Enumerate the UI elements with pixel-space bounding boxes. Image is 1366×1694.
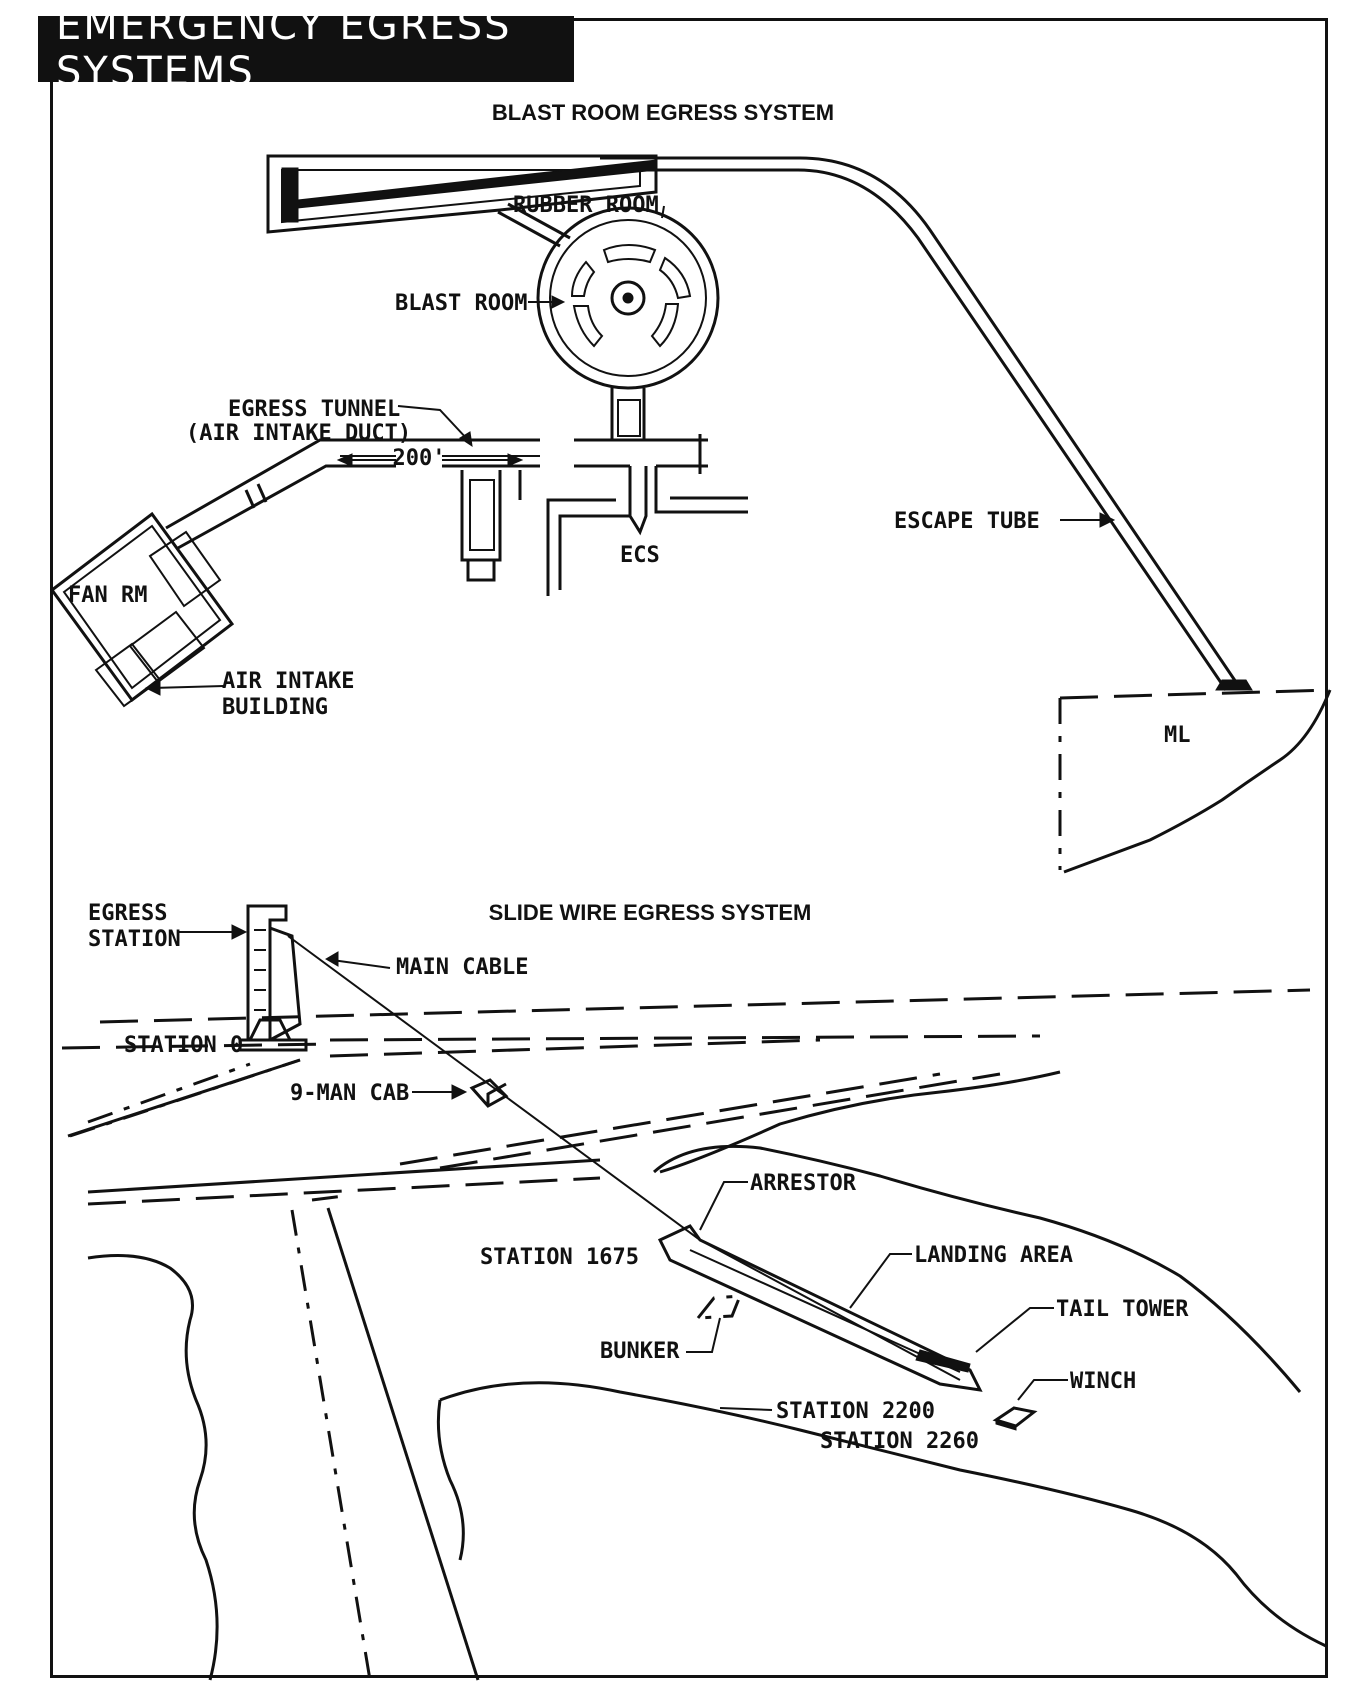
air-intake-building (52, 514, 232, 706)
station-label: STATION (88, 927, 181, 952)
egress-label: EGRESS (88, 901, 167, 926)
ecs-label: ECS (620, 543, 660, 568)
tail-tower-label: TAIL TOWER (1056, 1297, 1189, 1322)
building-label: BUILDING (222, 695, 328, 720)
mobile-launcher (1060, 690, 1330, 872)
landing-area-label: LANDING AREA (914, 1243, 1073, 1268)
escape-tube (600, 158, 1252, 690)
station-2200-label: STATION 2200 (776, 1399, 935, 1424)
arrestor-label: ARRESTOR (750, 1171, 857, 1196)
station-1675-label: STATION 1675 (480, 1245, 639, 1270)
blast-room-egress-system: BLAST ROOM EGRESS SYSTEM (52, 100, 1330, 872)
station-0-label: STATION 0 (124, 1033, 243, 1058)
bunker (698, 1296, 740, 1318)
slide-leader-lines (178, 925, 1068, 1410)
cab-label: 9-MAN CAB (290, 1081, 409, 1106)
blast-system-heading: BLAST ROOM EGRESS SYSTEM (492, 100, 834, 125)
tunnel-junction (548, 434, 748, 596)
fan-room-label: FAN RM (68, 583, 147, 608)
slide-system-heading: SLIDE WIRE EGRESS SYSTEM (489, 900, 812, 925)
rubber-room-label: RUBBER ROOM (513, 193, 659, 218)
egress-station-tower (240, 906, 306, 1050)
air-intake-duct-label: (AIR INTAKE DUCT) (186, 421, 411, 446)
blast-room-label: BLAST ROOM (395, 291, 527, 316)
blast-room (498, 204, 718, 440)
winch-label: WINCH (1070, 1369, 1136, 1394)
air-intake-label: AIR INTAKE (222, 669, 354, 694)
ml-label: ML (1164, 723, 1191, 748)
winch (996, 1408, 1034, 1430)
tunnel-length-label: 200' (393, 446, 446, 471)
terrain-lines (62, 990, 1326, 1680)
egress-tunnel-label: EGRESS TUNNEL (228, 397, 400, 422)
egress-tunnel: 200' (166, 440, 540, 580)
escape-tube-label: ESCAPE TUBE (894, 509, 1040, 534)
main-cable-label: MAIN CABLE (396, 955, 528, 980)
station-2260-label: STATION 2260 (820, 1429, 979, 1454)
slide-wire-egress-system: SLIDE WIRE EGRESS SYSTEM (62, 900, 1326, 1680)
bunker-label: BUNKER (600, 1339, 680, 1364)
blast-leader-lines (146, 206, 1114, 695)
